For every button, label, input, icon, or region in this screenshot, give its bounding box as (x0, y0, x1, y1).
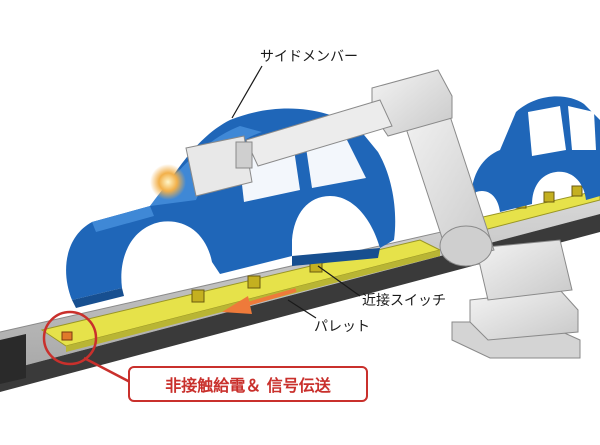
contactless-point-marker (42, 310, 98, 366)
label-side-member: サイドメンバー (260, 49, 358, 65)
label-leader-lines (231, 65, 361, 319)
label-pallet: パレット (314, 319, 370, 335)
welding-robot (185, 69, 581, 359)
welding-spark (150, 164, 186, 200)
car-body-frame-2 (471, 96, 600, 212)
label-proximity-switch: 近接スイッチ (362, 293, 446, 309)
proximity-switch-blocks (191, 185, 583, 303)
pallet-direction-arrow (222, 288, 297, 314)
callout-leader (83, 356, 131, 384)
callout-contactless-power: 非接触給電＆ 信号伝送 (128, 366, 368, 402)
